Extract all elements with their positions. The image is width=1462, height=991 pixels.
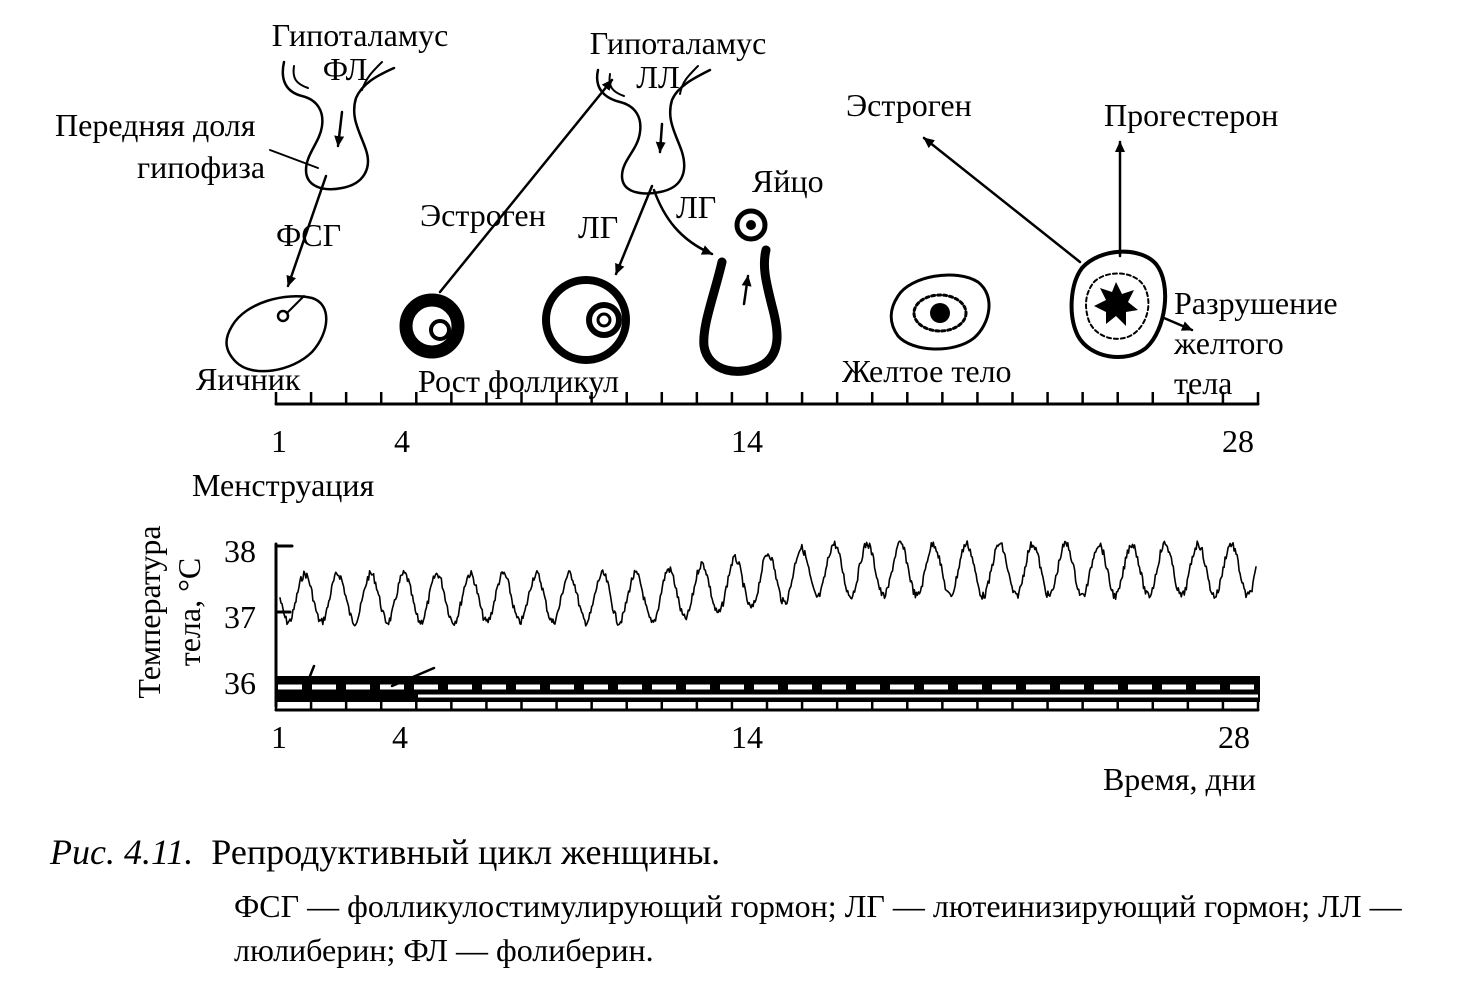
temperature-xtick-28: 28 xyxy=(1218,719,1250,755)
left-pituitary-stalk-inner xyxy=(292,65,309,89)
cl-destruction-arrow xyxy=(1162,316,1194,332)
bottom-axis-minor-ticks xyxy=(274,700,1260,710)
fl-left-label: ФЛ xyxy=(323,51,368,87)
lh-left-label: ЛГ xyxy=(578,209,618,245)
top-axis-tick-4: 4 xyxy=(394,423,410,459)
top-axis-tick-14: 14 xyxy=(731,423,763,459)
corpus-luteum-core xyxy=(930,303,950,323)
right-pituitary-sketch xyxy=(595,68,712,195)
temperature-chart: Температура тела, °С 38 37 36 1 4 14 28 … xyxy=(131,525,1260,797)
caption-number: Рис. 4.11. xyxy=(50,832,194,872)
fsh-arrow xyxy=(286,174,328,288)
lh-right-label: ЛГ xyxy=(676,189,716,225)
follicle-stage-1 xyxy=(399,293,465,359)
top-day-axis: 1 4 14 28 Менструация xyxy=(192,392,1260,503)
follicle-stage-2-oocyte xyxy=(596,312,612,328)
temperature-ylabel-2: тела, °С xyxy=(171,558,207,667)
left-pituitary-inner-arrow xyxy=(334,110,345,148)
left-pituitary-stalk-inner-2 xyxy=(361,61,383,91)
egg-label: Яйцо xyxy=(752,163,824,199)
corpus-luteum xyxy=(889,273,991,351)
cl-destruction-label-2: желтого xyxy=(1173,325,1284,361)
top-axis-tick-1: 1 xyxy=(271,423,287,459)
caption-title: Репродуктивный цикл женщины. xyxy=(211,832,721,872)
cl-destruction-label-1: Разрушение xyxy=(1174,285,1338,321)
left-pituitary-sketch xyxy=(281,60,396,191)
caption-note: ФСГ — фолликулостимулирующий гормон; ЛГ … xyxy=(234,888,1402,968)
ovulating-follicle xyxy=(699,245,782,376)
egg-nucleus xyxy=(746,220,756,230)
top-axis-minor-ticks xyxy=(274,392,1260,404)
menstruation-start-mark xyxy=(304,664,316,688)
egg-shape xyxy=(734,208,768,242)
temperature-ytick-37: 37 xyxy=(224,599,256,635)
figure-caption: Рис. 4.11. Репродуктивный цикл женщины. … xyxy=(50,830,1450,972)
menstruation-label: Менструация xyxy=(192,467,375,503)
follicle-stage-2-cumulus xyxy=(586,302,622,338)
corpus-luteum-label: Желтое тело xyxy=(842,353,1012,389)
lh-arrow-to-follicle xyxy=(614,184,654,276)
hypothalamus-right-label: Гипоталамус xyxy=(590,25,767,61)
corpus-luteum-inner xyxy=(912,293,968,333)
temperature-xtick-14: 14 xyxy=(731,719,763,755)
ovary-follicle-leader xyxy=(287,295,305,313)
menstruation-end-mark xyxy=(390,666,436,688)
progesterone-label: Прогестерон xyxy=(1104,97,1278,133)
estrogen-secretion-arrow xyxy=(922,136,1082,264)
anterior-pituitary-leader xyxy=(269,149,319,169)
follicle-stage-2 xyxy=(542,276,630,364)
lh-arrow-to-ovulation xyxy=(652,188,714,256)
late-corpus-luteum xyxy=(1069,249,1168,360)
temperature-ylabel-1: Температура xyxy=(131,525,167,698)
estrogen-right-label: Эстроген xyxy=(846,87,972,123)
right-pituitary-inner-arrow xyxy=(655,122,666,154)
ll-label: ЛЛ xyxy=(636,59,679,95)
ovary-shape xyxy=(225,295,328,373)
anterior-pituitary-label-1: Передняя доля xyxy=(55,107,256,143)
ovary-follicle xyxy=(276,309,290,323)
temperature-xtick-1: 1 xyxy=(271,719,287,755)
temperature-ytick-36: 36 xyxy=(224,665,256,701)
temperature-trace xyxy=(279,540,1257,627)
fsh-label: ФСГ xyxy=(276,217,341,253)
follicle-stage-1-oocyte xyxy=(429,319,451,341)
follicle-growth-label: Рост фолликул xyxy=(418,363,619,399)
estrogen-feedback-arrow xyxy=(438,78,614,294)
top-axis-tick-28: 28 xyxy=(1222,423,1254,459)
late-corpus-luteum-inner xyxy=(1085,272,1150,340)
anterior-pituitary-label-2: гипофиза xyxy=(137,149,265,185)
temperature-ytick-38: 38 xyxy=(224,533,256,569)
caption-title-line: Рис. 4.11. Репродуктивный цикл женщины. xyxy=(50,830,1450,874)
estrogen-left-label: Эстроген xyxy=(420,197,546,233)
egg-release-arrow xyxy=(741,274,752,306)
temperature-xtick-4: 4 xyxy=(392,719,408,755)
right-pituitary-stalk-inner-2 xyxy=(679,65,699,95)
hypothalamus-left-label: Гипоталамус xyxy=(272,17,449,53)
right-pituitary-stalk-inner xyxy=(608,73,625,97)
temperature-xlabel: Время, дни xyxy=(1103,761,1256,797)
ovary-label: Яичник xyxy=(196,361,301,397)
late-corpus-luteum-core xyxy=(1094,282,1138,326)
